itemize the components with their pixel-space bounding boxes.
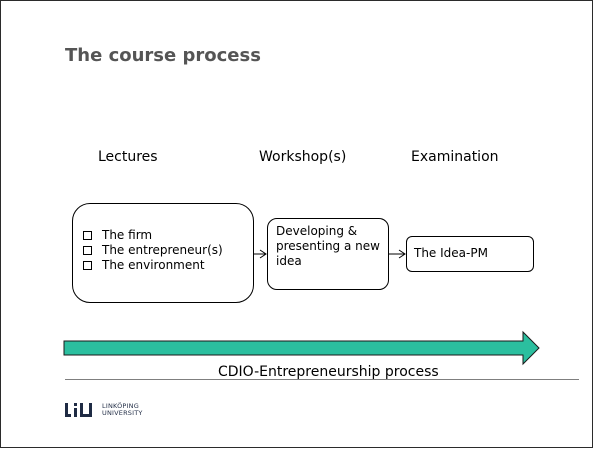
list-item-label: The firm — [102, 228, 153, 242]
arrowhead-icon — [398, 249, 406, 259]
column-heading-examination: Examination — [411, 149, 499, 165]
slide-title: The course process — [65, 45, 261, 66]
list-item: The environment — [83, 258, 253, 273]
process-arrow-label: CDIO-Entrepreneurship process — [218, 364, 439, 380]
workshop-line: presenting a new — [276, 239, 380, 253]
logo-line: LINKÖPING — [102, 402, 139, 410]
liu-logo: LINKÖPING UNIVERSITY — [65, 403, 143, 417]
list-item-label: The environment — [102, 258, 205, 272]
lectures-box: The firm The entrepreneur(s) The environ… — [72, 203, 254, 303]
checkbox-bullet-icon — [83, 261, 92, 270]
liu-logo-text: LINKÖPING UNIVERSITY — [102, 403, 143, 417]
examination-label: The Idea-PM — [414, 246, 488, 260]
column-heading-workshops: Workshop(s) — [259, 149, 347, 165]
checkbox-bullet-icon — [83, 246, 92, 255]
checkbox-bullet-icon — [83, 231, 92, 240]
list-item: The entrepreneur(s) — [83, 243, 253, 258]
process-arrow — [63, 330, 540, 366]
footer-divider — [65, 379, 579, 380]
column-heading-lectures: Lectures — [98, 149, 158, 165]
examination-box: The Idea-PM — [406, 236, 534, 272]
list-item-label: The entrepreneur(s) — [102, 243, 223, 257]
logo-line: UNIVERSITY — [102, 409, 143, 417]
lectures-list: The firm The entrepreneur(s) The environ… — [83, 228, 253, 273]
workshop-line: Developing & — [276, 224, 358, 238]
list-item: The firm — [83, 228, 253, 243]
arrowhead-icon — [259, 249, 267, 259]
workshop-line: idea — [276, 254, 302, 268]
liu-logo-mark-icon — [65, 403, 92, 417]
workshop-box: Developing & presenting a new idea — [267, 218, 389, 290]
